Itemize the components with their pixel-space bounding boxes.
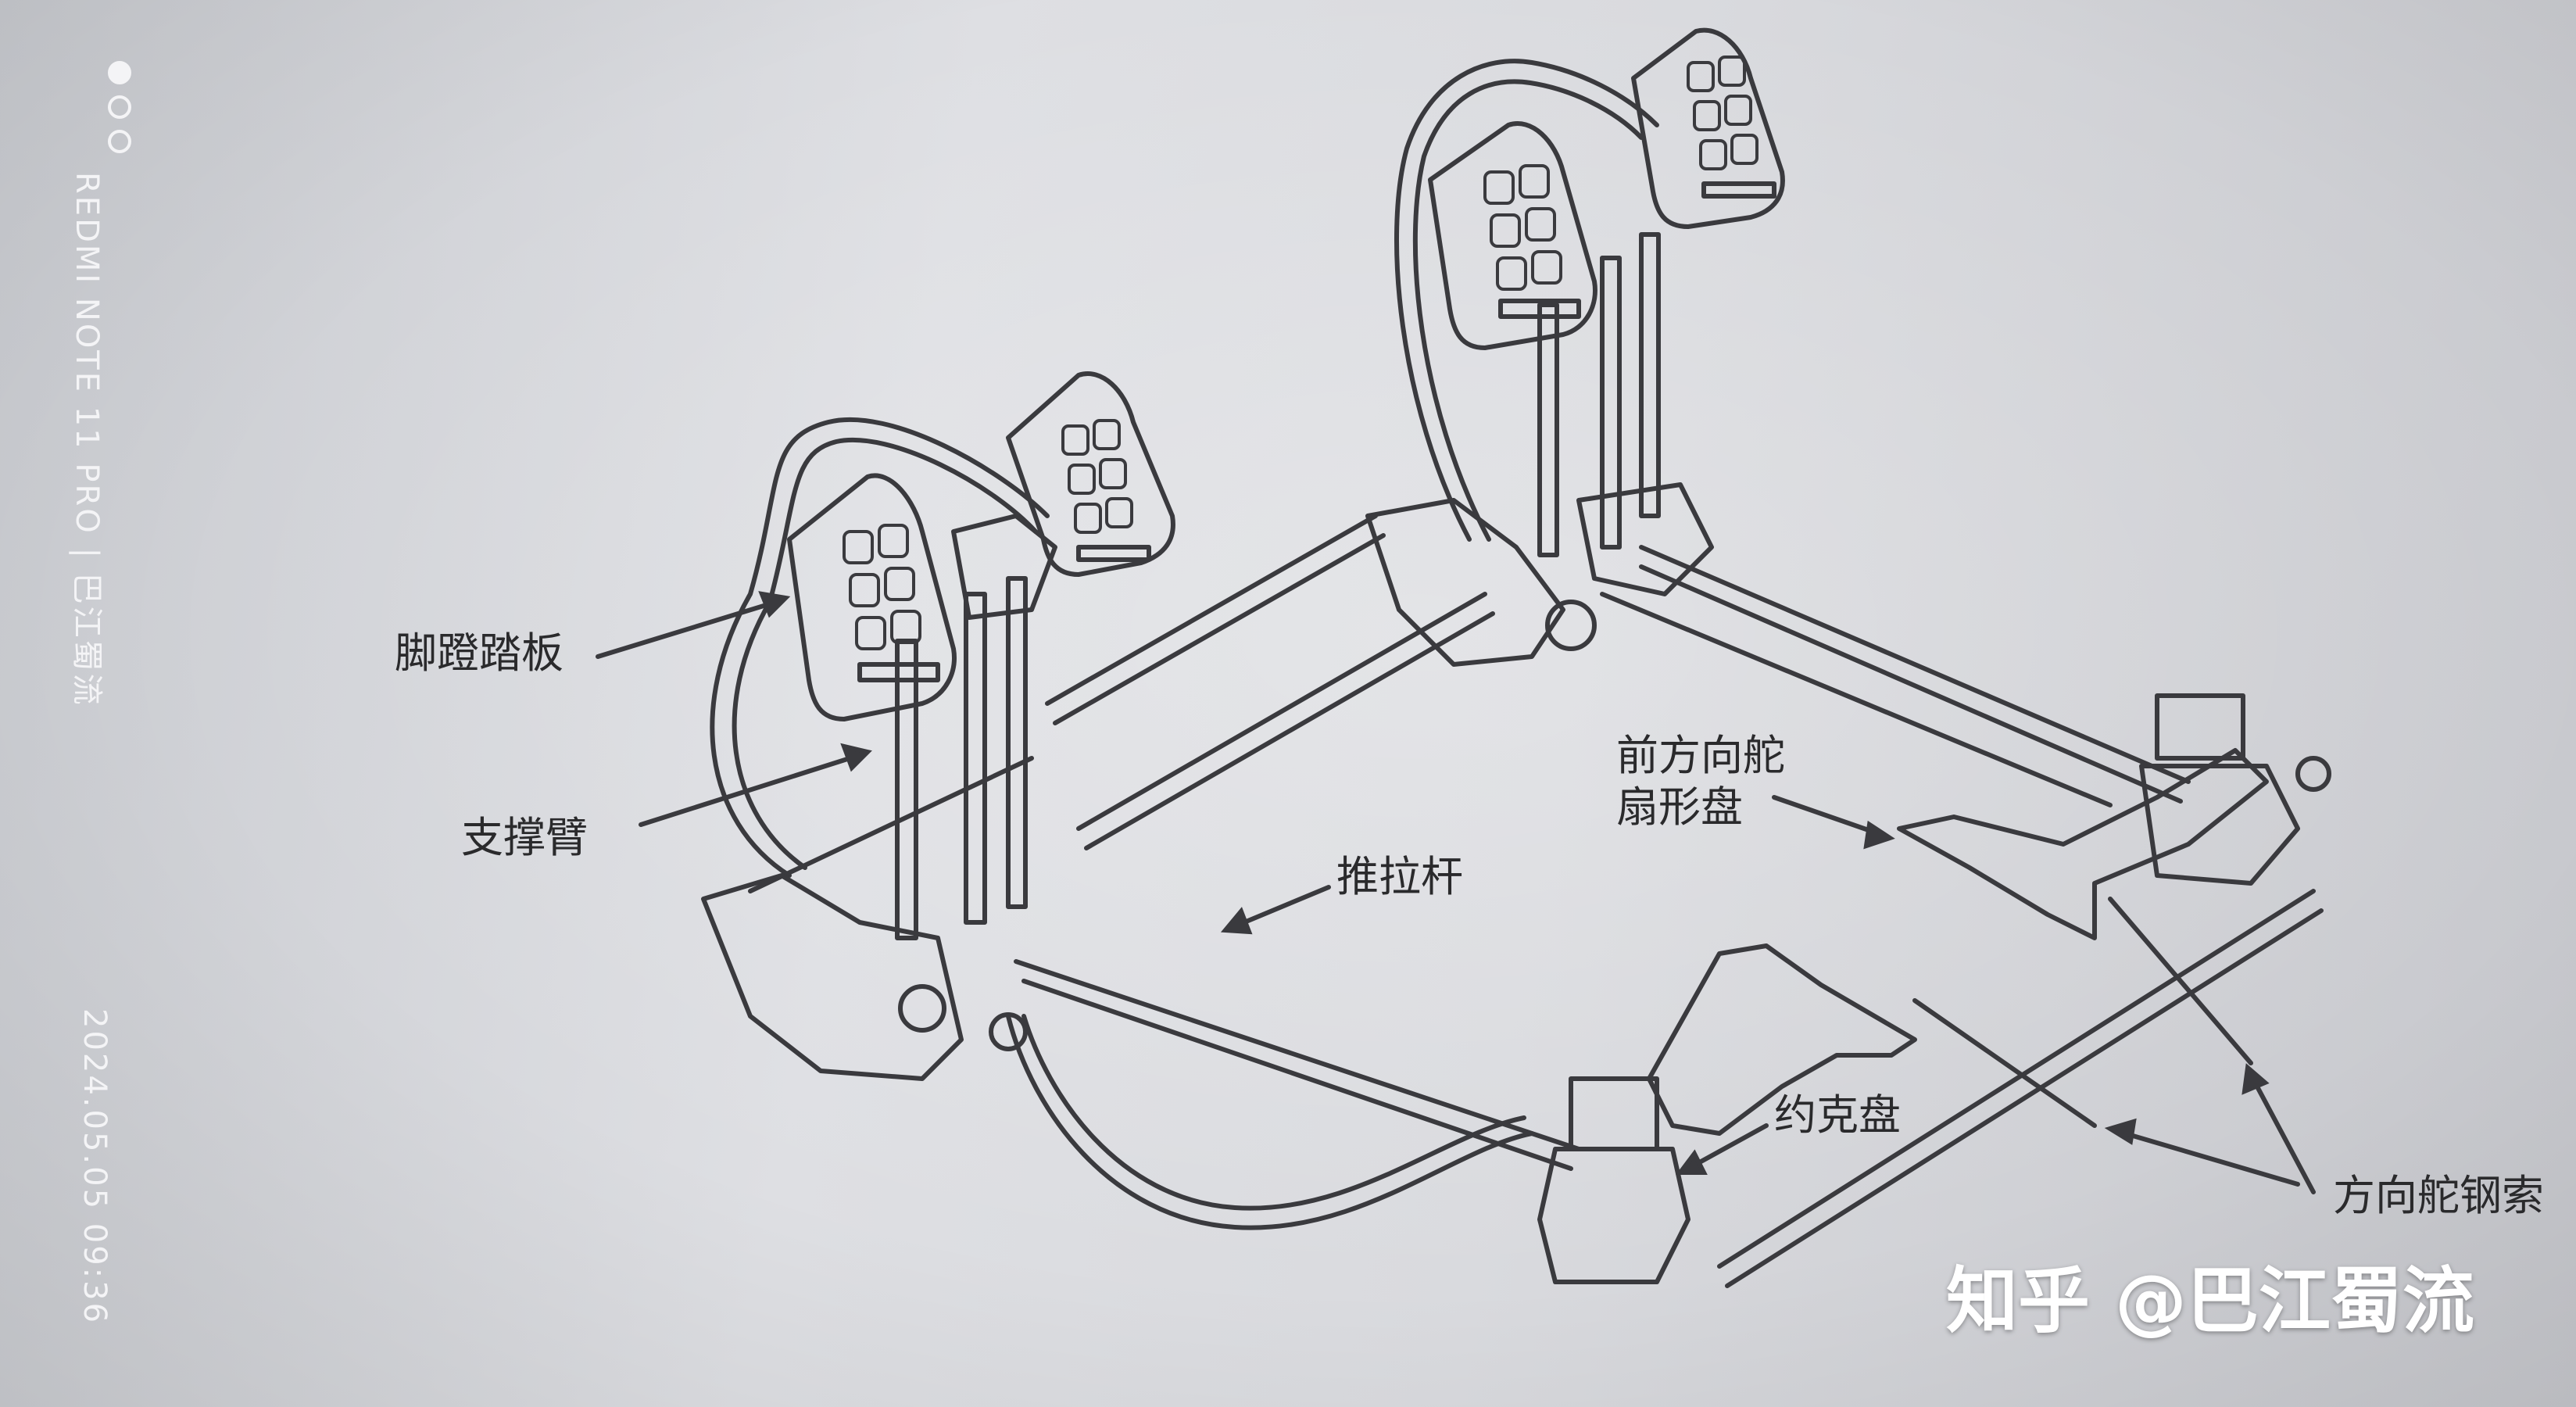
pedal-left-rear bbox=[1006, 371, 1175, 577]
push-rod-right bbox=[1639, 545, 2191, 784]
label-yoke-disc: 约克盘 bbox=[1774, 1090, 1901, 1140]
push-rod-upper bbox=[1045, 514, 1378, 706]
push-rod-middle bbox=[1076, 592, 1487, 831]
label-front-rudder-sector-line2: 扇形盘 bbox=[1616, 782, 1743, 832]
pedal-right-rear bbox=[1631, 27, 1785, 229]
camera-dot-icon bbox=[108, 61, 131, 84]
spring-knob-right bbox=[1545, 600, 1597, 651]
camera-datetime-label: 2024.05.05 09:36 bbox=[77, 1008, 113, 1326]
spring-knob-left bbox=[898, 984, 946, 1033]
yoke-pivot bbox=[1569, 1076, 1659, 1151]
tube-frame-right bbox=[1394, 59, 1659, 542]
rear-pivot bbox=[2155, 693, 2245, 761]
front-rudder-sector bbox=[1897, 748, 2269, 940]
camera-dot-icon bbox=[108, 95, 131, 119]
label-push-rod: 推拉杆 bbox=[1336, 852, 1463, 901]
bracket-left-bottom bbox=[701, 873, 964, 1081]
support-arm-right-1 bbox=[1537, 303, 1559, 557]
support-arm-left-1 bbox=[895, 639, 918, 940]
yoke-sector bbox=[1647, 943, 1917, 1136]
support-arm-right-2 bbox=[1600, 256, 1622, 550]
push-rod-right-2 bbox=[1600, 592, 2113, 807]
push-rod-upper-b bbox=[1053, 533, 1386, 725]
support-arm-right-3 bbox=[1639, 232, 1661, 518]
camera-overlay-dots bbox=[108, 61, 131, 164]
tube-frame-left-inner bbox=[732, 438, 1038, 870]
camera-device-label: REDMI NOTE 11 PRO | 巴江蜀流 bbox=[69, 172, 105, 707]
push-rod-lower-b bbox=[1021, 979, 1573, 1171]
push-rod-front bbox=[1717, 889, 2316, 1269]
bracket-right-top bbox=[1365, 498, 1565, 667]
label-support-arm: 支撑臂 bbox=[461, 813, 588, 862]
push-rod-lower bbox=[1014, 959, 1581, 1151]
push-rod-middle-b bbox=[1084, 611, 1495, 850]
camera-dot-icon bbox=[108, 130, 131, 153]
tube-frame-right-inner bbox=[1412, 79, 1644, 542]
push-rod-right-b bbox=[1639, 564, 2183, 804]
tube-frame-left bbox=[710, 417, 1050, 878]
tube-frame-bottom bbox=[1006, 1014, 1534, 1230]
push-rod-front-b bbox=[1725, 908, 2324, 1288]
bracket-left-top bbox=[951, 514, 1057, 620]
support-arm-left-2 bbox=[964, 592, 987, 925]
label-pedal: 脚蹬踏板 bbox=[395, 628, 564, 678]
rudder-cable-1 bbox=[1912, 998, 2097, 1128]
support-arm-left-3 bbox=[1006, 576, 1028, 909]
pedal-right-front bbox=[1428, 121, 1597, 350]
zhihu-watermark: 知乎 @巴江蜀流 bbox=[1946, 1259, 2475, 1343]
label-rudder-cable: 方向舵钢索 bbox=[2333, 1171, 2544, 1220]
rudder-cable-2 bbox=[2108, 897, 2253, 1065]
tube-frame-bottom-inner bbox=[1021, 1014, 1526, 1211]
pedal-left-front bbox=[787, 473, 957, 721]
label-front-rudder-sector-line1: 前方向舵 bbox=[1616, 731, 1785, 780]
